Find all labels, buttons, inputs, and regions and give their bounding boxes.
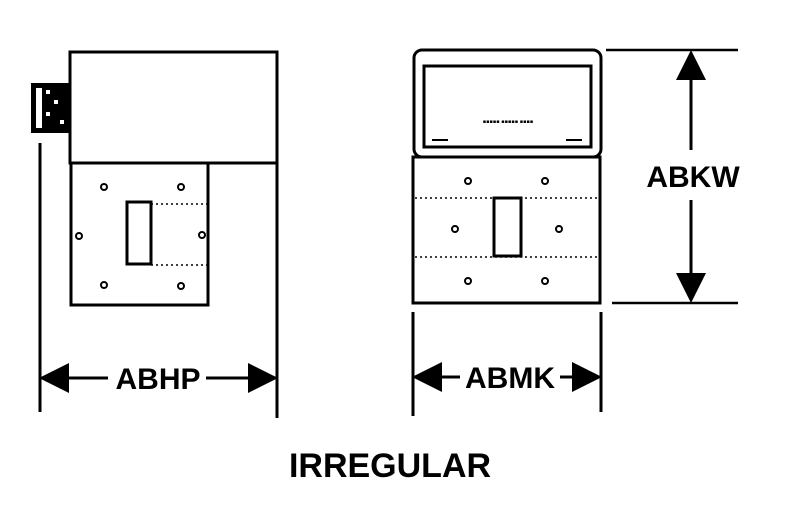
dimension-label-right-height: ABKW — [646, 161, 740, 194]
waveguide-slot — [492, 196, 523, 258]
mounting-holes — [75, 183, 206, 290]
mounting-holes — [451, 177, 563, 285]
mounting-hole — [451, 225, 459, 233]
dimension-label-left-width: ABHP — [115, 363, 200, 396]
mounting-hole — [541, 277, 549, 285]
mounting-hole — [177, 282, 185, 290]
nameplate-mark: ▪▪▪▪▪ ▪▪▪▪▪ ▪▪▪▪ — [483, 119, 534, 125]
mounting-hole — [100, 183, 108, 191]
display-window — [422, 64, 593, 149]
mounting-hole — [100, 281, 108, 289]
mounting-hole — [541, 177, 549, 185]
mounting-hole — [177, 183, 185, 191]
dimension-label-right-width: ABMK — [465, 362, 555, 395]
upper-housing — [68, 50, 279, 165]
left-component: ABHP — [31, 50, 279, 418]
mounting-hole — [464, 177, 472, 185]
waveguide-slot — [125, 200, 153, 266]
right-component: ▪▪▪▪▪ ▪▪▪▪▪ ▪▪▪▪ ABMK ABKW — [411, 48, 740, 416]
mounting-hole — [198, 231, 206, 239]
mounting-hole — [75, 232, 83, 240]
mounting-hole — [555, 225, 563, 233]
side-connector — [31, 83, 71, 133]
mounting-hole — [464, 277, 472, 285]
figure-caption: IRREGULAR — [289, 447, 491, 485]
